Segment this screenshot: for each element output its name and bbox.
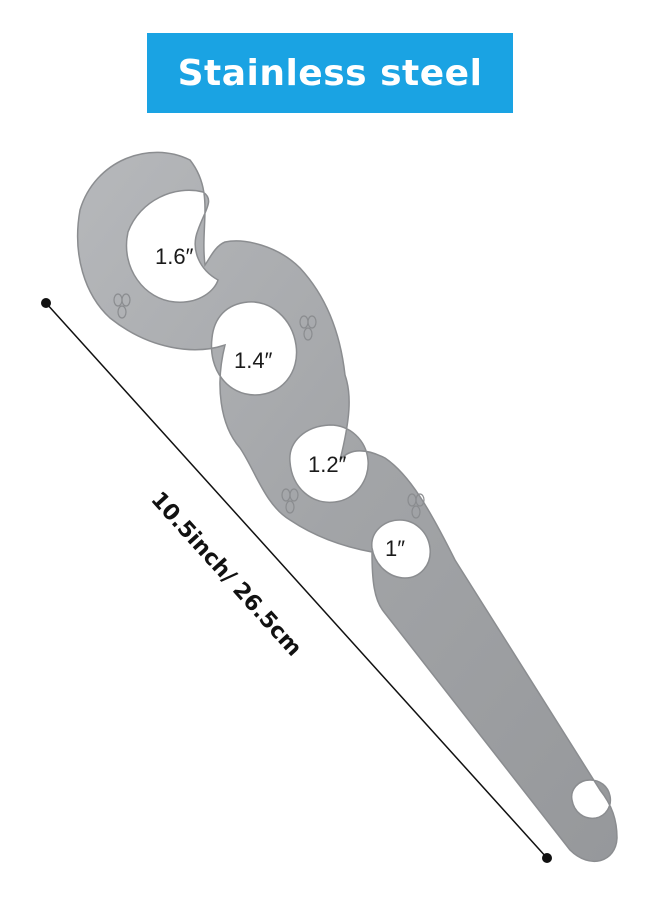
banner-title: Stainless steel: [177, 52, 483, 94]
size-label-1-4: 1.4″: [234, 348, 273, 373]
size-label-1-2: 1.2″: [308, 452, 347, 477]
size-label-1-6: 1.6″: [155, 244, 194, 269]
material-banner: Stainless steel: [147, 33, 513, 113]
dimension-line-icon: [41, 298, 552, 863]
coffee-bean-icon: [299, 315, 317, 341]
coffee-bean-icon: [281, 488, 299, 514]
steel-tool-body: [76, 151, 618, 862]
size-label-1: 1″: [385, 536, 405, 561]
coffee-bean-icon: [113, 293, 131, 319]
coffee-bean-icon: [407, 493, 425, 519]
